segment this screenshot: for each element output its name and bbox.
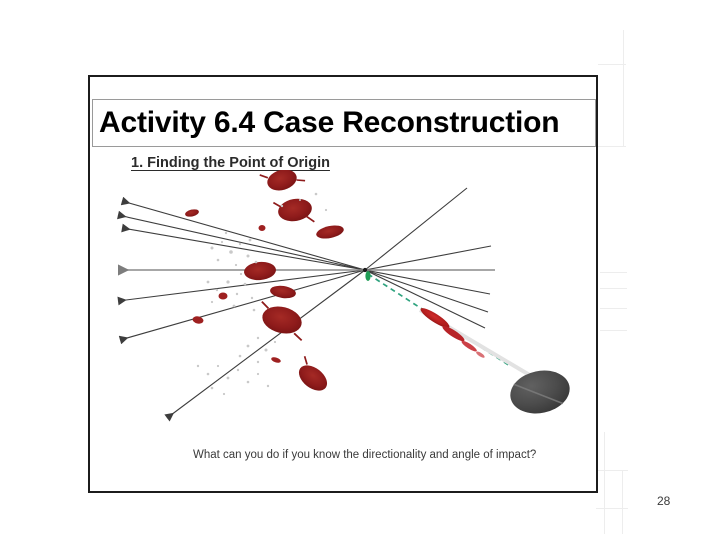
- deco-line-vertical: [604, 432, 605, 534]
- blood-streak: [420, 308, 485, 358]
- page-title: Activity 6.4 Case Reconstruction: [99, 106, 560, 139]
- stain: [271, 357, 281, 363]
- stain: [192, 316, 204, 324]
- deco-line-vertical: [622, 470, 623, 534]
- trajectory-lines: [117, 187, 492, 422]
- stain: [185, 209, 199, 217]
- bloodstain-pattern-diagram: [90, 170, 596, 430]
- slide-title-box: Activity 6.4 Case Reconstruction: [92, 99, 596, 147]
- page-number: 28: [657, 494, 671, 508]
- fine-mist-spatter: [196, 192, 328, 396]
- deco-line-horizontal: [596, 470, 628, 471]
- deco-line-horizontal: [598, 64, 626, 65]
- deco-line-horizontal: [598, 146, 626, 147]
- deco-line-horizontal: [600, 330, 627, 331]
- convergence-point-marker: [362, 267, 371, 281]
- section-heading: 1. Finding the Point of Origin: [131, 155, 330, 171]
- stain: [316, 225, 344, 239]
- deco-line-horizontal: [596, 508, 628, 509]
- deco-line-horizontal: [600, 272, 627, 273]
- deco-line-vertical: [623, 30, 624, 146]
- dark-oval-object: [510, 370, 570, 414]
- deco-line-horizontal: [600, 288, 627, 289]
- blood-spatter-stains: [185, 170, 344, 391]
- prompt-question: What can you do if you know the directio…: [193, 449, 537, 461]
- deco-line-horizontal: [600, 308, 627, 309]
- stain: [258, 225, 266, 231]
- stain: [218, 292, 228, 300]
